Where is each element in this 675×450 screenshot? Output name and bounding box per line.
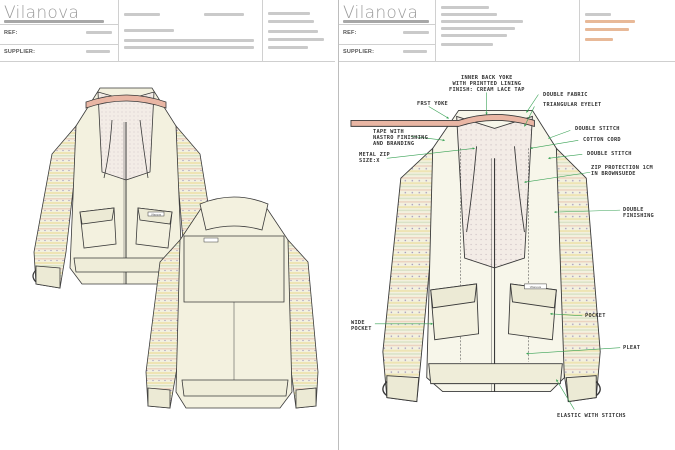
- tech-sheet-left: Vilanova REF: SUPPLIER:: [0, 0, 335, 450]
- left-sleeve: [33, 124, 77, 289]
- back-view: [145, 196, 319, 409]
- callout-wide-pocket: WIDE POCKET: [351, 320, 372, 333]
- callout-double-stitch-top: DOUBLE STITCH: [575, 126, 620, 132]
- redacted-info-2: [441, 13, 497, 16]
- pocket-tab-label: Vilanova: [530, 285, 542, 289]
- redacted-color-label: [585, 13, 611, 16]
- callout-double-finishing: DOUBLE FINISHING: [623, 207, 654, 220]
- ref-label: REF:: [4, 30, 18, 36]
- redacted-fabric-5: [268, 46, 308, 49]
- redacted-fabric-1: [268, 12, 310, 15]
- callout-metal-zip: METAL ZIP SIZE:X: [359, 152, 390, 165]
- redacted-color-2: [585, 28, 629, 31]
- redacted-info-6: [441, 43, 493, 46]
- redacted-ref-value: [86, 31, 112, 34]
- supplier-label-right: SUPPLIER:: [343, 49, 375, 55]
- ref-label-right: REF:: [343, 30, 357, 36]
- back-yoke: [183, 235, 285, 303]
- callout-elastic-with-stitchs: ELASTIC WITH STITCHS: [557, 413, 626, 419]
- callout-triangular-eyelet: TRIANGULAR EYELET: [543, 102, 602, 108]
- yoke-band: [85, 94, 167, 109]
- redacted-info-4: [441, 27, 515, 30]
- callout-pleat: PLEAT: [623, 345, 641, 351]
- back-hood: [199, 196, 269, 231]
- callout-zip-protection: ZIP PROTECTION 1CM IN BROWNSUEDE: [591, 165, 653, 178]
- redacted-color-1: [585, 20, 635, 23]
- sheet-header-right: Vilanova REF: SUPPLIER:: [339, 0, 675, 62]
- redacted-description-3: [124, 46, 254, 49]
- flat-sketch-front-back: Vilanova: [32, 87, 319, 409]
- redacted-supplier-value-right: [403, 50, 427, 53]
- redacted-code-right: [343, 20, 429, 23]
- redacted-fabric-3: [268, 30, 318, 33]
- redacted-description-2: [124, 39, 254, 42]
- redacted-code: [4, 20, 104, 23]
- redacted-color-3: [585, 38, 613, 41]
- flat-sketch-front-detailed: Vilanova: [350, 92, 621, 410]
- sheet-header: Vilanova REF: SUPPLIER:: [0, 0, 335, 62]
- redacted-season: [124, 13, 160, 16]
- brand-logo: Vilanova: [4, 3, 80, 23]
- redacted-supplier-value: [86, 50, 110, 53]
- supplier-label: SUPPLIER:: [4, 49, 36, 55]
- redacted-ref-value-right: [403, 31, 429, 34]
- callout-leaders: [374, 92, 621, 410]
- callout-double-fabric: DOUBLE FABRIC: [543, 92, 588, 98]
- redacted-description-1: [124, 29, 174, 32]
- redacted-date: [204, 13, 244, 16]
- redacted-fabric-2: [268, 20, 314, 23]
- tech-sheet-right: Vilanova REF: SUPPLIER:: [338, 0, 675, 450]
- callout-double-stitch-mid: DOUBLE STITCH: [587, 151, 632, 157]
- brand-logo-right: Vilanova: [343, 3, 419, 23]
- redacted-info-1: [441, 6, 489, 9]
- redacted-info-5: [441, 34, 507, 37]
- callout-inner-back-yoke: INNER BACK YOKE WITH PRINTTED LINING FIN…: [449, 75, 525, 94]
- front-tape-label: Vilanova: [151, 213, 161, 217]
- front-yoke-band: [350, 114, 535, 127]
- redacted-fabric-4: [268, 38, 324, 41]
- redacted-info-3: [441, 20, 523, 23]
- callout-cotton-cord: COTTON CORD: [583, 137, 621, 143]
- callout-tape-with-nastro: TAPE WITH NASTRO FINISHING AND BRANDING: [373, 129, 429, 148]
- callout-frst-yoke: FRST YOKE: [417, 101, 448, 107]
- detailed-front-view: [350, 109, 601, 403]
- callout-pocket: POCKET: [585, 313, 606, 319]
